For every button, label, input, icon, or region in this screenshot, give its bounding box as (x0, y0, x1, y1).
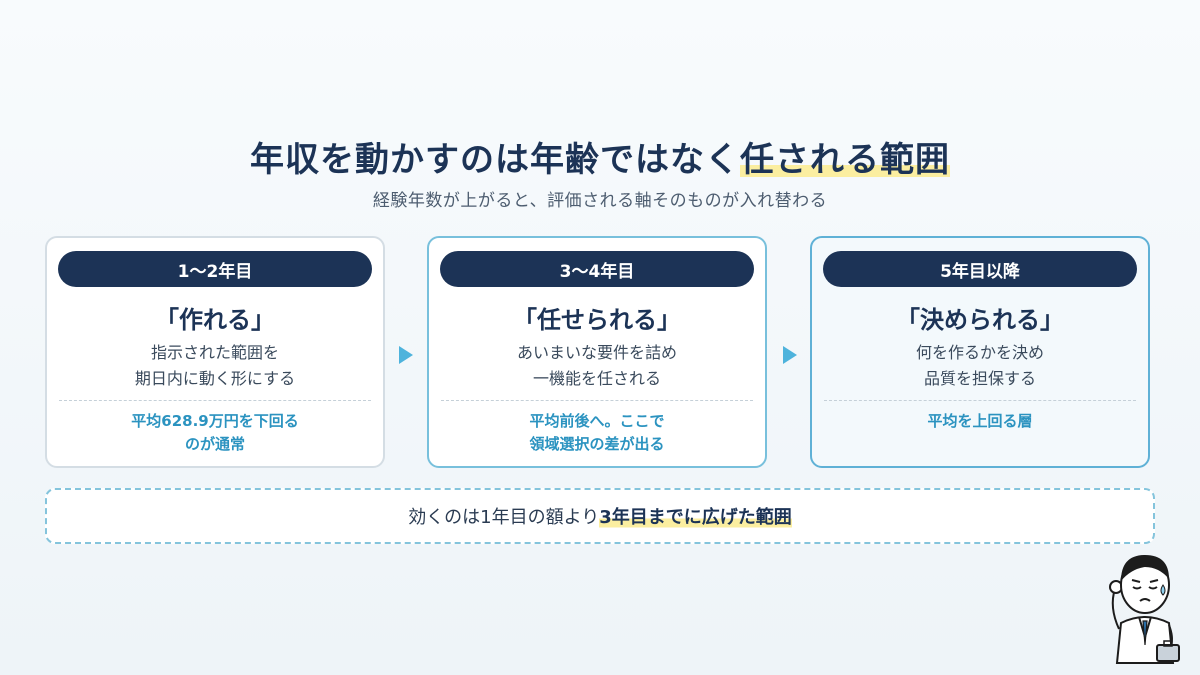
stage-heading-3: 「決められる」 (896, 306, 1064, 334)
title-highlight: 任される範囲 (740, 140, 950, 180)
stage-description-line: 品質を担保する (923, 369, 1036, 388)
summary-highlight: 3年目までに広げた範囲 (599, 503, 792, 529)
card-divider (441, 400, 753, 401)
card-divider (59, 400, 371, 401)
stage-note-line: のが通常 (184, 435, 245, 453)
stage-note-2: 平均前後へ。ここで 領域選択の差が出る (429, 410, 765, 456)
arrow-right-icon (783, 346, 797, 364)
arrow-right-icon (399, 346, 413, 364)
stage-description-line: 一機能を任される (532, 369, 661, 388)
worried-businessman-illustration (1109, 555, 1180, 664)
stage-description-line: 期日内に動く形にする (134, 369, 296, 388)
stage-description-line: 指示された範囲を (150, 343, 279, 362)
stage-label-2: 3〜4年目 (440, 251, 754, 287)
stage-note-line: 平均628.9万円を下回る (131, 412, 299, 430)
stage-card-1: 1〜2年目 「作れる」 指示された範囲を 期日内に動く形にする 平均628.9万… (45, 236, 385, 468)
page-subtitle: 経験年数が上がると、評価される軸そのものが入れ替わる (372, 191, 828, 211)
stage-description-line: あいまいな要件を詰め (516, 343, 677, 362)
stage-card-2: 3〜4年目 「任せられる」 あいまいな要件を詰め 一機能を任される 平均前後へ。… (427, 236, 767, 468)
stage-note-3: 平均を上回る層 (812, 410, 1148, 433)
stage-note-1: 平均628.9万円を下回る のが通常 (47, 410, 383, 456)
stage-card-3: 5年目以降 「決められる」 何を作るかを決め 品質を担保する 平均を上回る層 (810, 236, 1150, 468)
page-title: 年収を動かすのは年齢ではなく任される範囲 (0, 132, 1200, 181)
summary-text: 効くのは1年目の額より (408, 507, 600, 528)
card-divider (824, 400, 1136, 401)
stage-note-line: 領域選択の差が出る (529, 435, 665, 453)
stage-label-1: 1〜2年目 (58, 251, 372, 287)
title-main: 年収を動かすのは年齢ではなく (250, 140, 740, 180)
stage-heading-2: 「任せられる」 (513, 306, 681, 334)
stage-note-line: 平均前後へ。ここで (529, 412, 665, 430)
stage-description-3: 何を作るかを決め 品質を担保する (812, 340, 1148, 392)
stage-label-3: 5年目以降 (823, 251, 1137, 287)
stage-description-2: あいまいな要件を詰め 一機能を任される (429, 340, 765, 392)
stage-description-line: 何を作るかを決め (915, 343, 1044, 362)
stage-description-1: 指示された範囲を 期日内に動く形にする (47, 340, 383, 392)
stage-heading-1: 「作れる」 (155, 306, 275, 334)
stage-note-line: 平均を上回る層 (927, 412, 1033, 430)
